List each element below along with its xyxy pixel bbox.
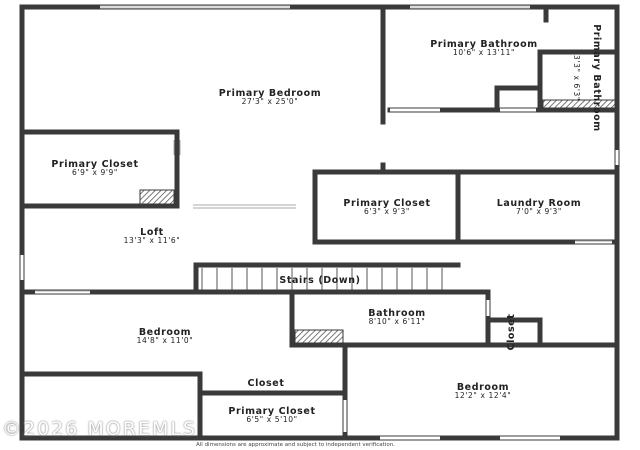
dims-bedroom-left: 14'8" x 11'0" [137,336,194,345]
watermark: ©2026 MOREMLS [2,418,197,440]
label-closet-vertical: Closet [506,314,517,351]
dims-primary-bathroom: 10'6" x 13'11" [453,48,515,57]
label-loft: Loft [140,227,164,238]
hatched-area-small-bath [542,99,616,109]
interior-walls [19,4,620,441]
dims-bedroom-right: 12'2" x 12'4" [455,391,512,400]
hatched-area-closet [139,189,175,205]
label-primary-bathroom: Primary Bathroom [430,39,538,50]
label-primary-closet-left: Primary Closet [51,159,138,170]
label-bedroom-left: Bedroom [139,327,191,338]
label-laundry-room: Laundry Room [497,198,581,209]
door-frames [35,140,612,292]
disclaimer: All dimensions are approximate and subje… [196,442,395,448]
label-stairs: Stairs (Down) [279,275,360,286]
dims-loft: 13'3" x 11'6" [124,236,181,245]
small-bathroom-label-group: Primary Bathroom 3'3" x 6'3" [572,24,602,132]
label-bathroom: Bathroom [368,308,425,319]
dims-laundry-room: 7'0" x 9'3" [516,207,562,216]
label-closet-bottom: Closet [248,378,285,389]
label-primary-bedroom: Primary Bedroom [219,88,322,99]
dims-bathroom: 8'10" x 6'11" [369,317,426,326]
dims-primary-closet-bottom: 6'5" x 5'10" [246,415,297,424]
dims-primary-closet-center: 6'3" x 9'3" [364,207,410,216]
door-openings [35,108,612,440]
label-primary-bathroom-small: Primary Bathroom [591,24,602,132]
label-primary-closet-center: Primary Closet [343,198,430,209]
hatched-area-bath [294,329,344,344]
dims-primary-bathroom-small: 3'3" x 6'3" [572,55,581,101]
stair-treads [201,268,443,290]
label-bedroom-right: Bedroom [457,382,509,393]
label-primary-closet-bottom: Primary Closet [228,406,315,417]
dims-primary-closet-left: 6'9" x 9'9" [72,168,118,177]
dims-primary-bedroom: 27'3" x 25'0" [242,97,299,106]
